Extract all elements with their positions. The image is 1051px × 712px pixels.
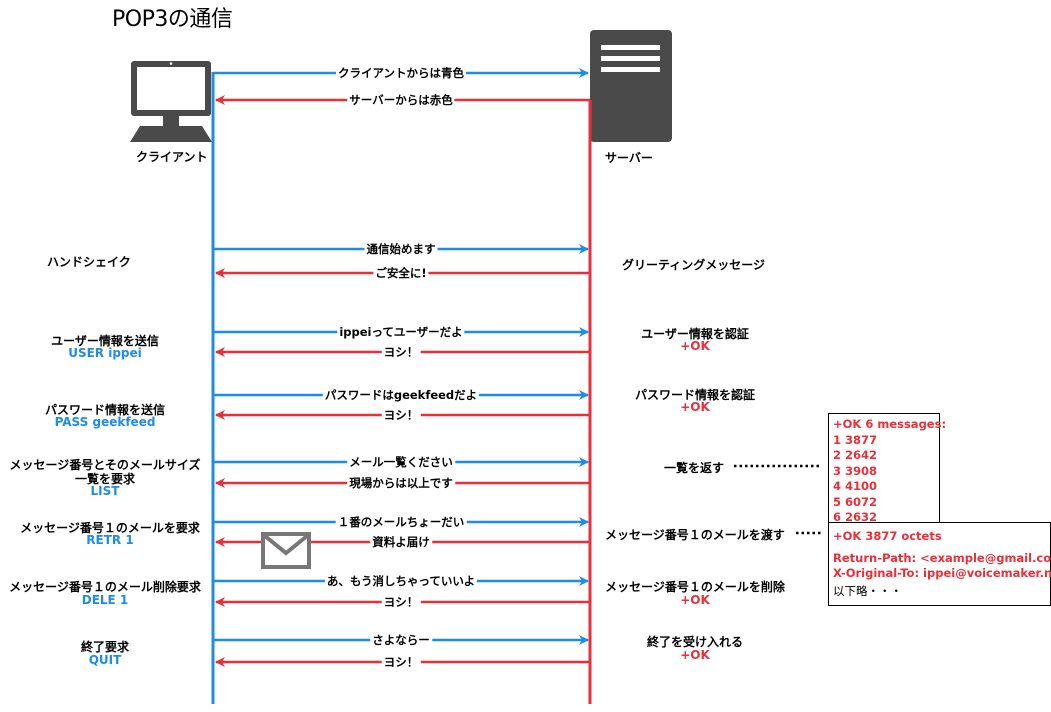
- list-line: 1 3877: [833, 432, 878, 447]
- step-quit-code: +OK: [680, 648, 710, 662]
- step-pass-req: パスワードはgeekfeedだよ: [322, 388, 480, 402]
- list-response-box: +OK 6 messages: 1 3877 2 2642 3 3908 4 4…: [828, 413, 947, 530]
- step-pass-cmd: PASS geekfeed: [54, 415, 156, 429]
- step-retr-cmd: RETR 1: [86, 533, 134, 547]
- list-line: 2 2642: [833, 448, 878, 462]
- mail-envelope-icon: [261, 532, 311, 569]
- step-dele-res: ヨシ！: [381, 595, 421, 609]
- list-line: 4 4100: [833, 479, 878, 493]
- step-user-left: ユーザー情報を送信: [51, 334, 159, 348]
- step-quit-left: 終了要求: [80, 640, 129, 654]
- retr-line-status: +OK 3877 octets: [833, 529, 942, 543]
- computer-icon: [130, 61, 212, 142]
- step-user-cmd: USER ippei: [68, 346, 142, 360]
- step-retr-req: １番のメールちょーだい: [335, 515, 467, 529]
- step-list-cmd: LIST: [90, 484, 120, 498]
- step-list-right: 一覧を返す: [664, 461, 725, 475]
- step-handshake-res: ご安全に!: [373, 266, 429, 280]
- step-list-left: メッセージ番号とそのメールサイズ: [9, 458, 201, 472]
- step-user-right: ユーザー情報を認証: [641, 327, 749, 341]
- step-retr-left: メッセージ番号１のメールを要求: [20, 521, 200, 535]
- list-line: 3 3908: [833, 463, 878, 478]
- step-user-res: ヨシ！: [381, 345, 421, 359]
- step-list-req: メール一覧ください: [347, 455, 455, 469]
- step-dele-cmd: DELE 1: [81, 593, 129, 607]
- step-pass-right: パスワード情報を認証: [634, 388, 755, 402]
- step-dele-left: メッセージ番号１のメール削除要求: [9, 580, 201, 594]
- step-quit-right: 終了を受け入れる: [646, 635, 743, 649]
- list-line: 5 6072: [833, 494, 878, 509]
- step-retr-res: 資料よ届け: [370, 535, 432, 549]
- list-line: 6 2632: [833, 510, 878, 524]
- server-label: サーバー: [605, 151, 653, 165]
- retr-line-return-path: Return-Path: <example@gmail.com>: [833, 550, 1051, 565]
- step-list-left2: 一覧を要求: [74, 472, 135, 486]
- step-quit-req: さよならー: [370, 633, 432, 647]
- step-quit-cmd: QUIT: [88, 653, 122, 667]
- step-list-res: 現場からは以上です: [347, 476, 455, 490]
- client-color-note: クライアントからは青色: [335, 66, 467, 80]
- step-user-req: ippeiってユーザーだよ: [337, 325, 465, 339]
- server-icon: [590, 30, 672, 142]
- step-user-code: +OK: [680, 339, 710, 353]
- step-quit-res: ヨシ！: [381, 655, 421, 669]
- retr-response-box: +OK 3877 octets Return-Path: <example@gm…: [828, 522, 1051, 606]
- step-handshake-left: ハンドシェイク: [47, 255, 131, 269]
- retr-line-original-to: X-Original-To: ippei@voicemaker.net: [833, 566, 1051, 580]
- step-handshake-req: 通信始めます: [364, 242, 438, 256]
- step-handshake-right: グリーティングメッセージ: [622, 258, 766, 272]
- list-line: +OK 6 messages:: [833, 417, 947, 431]
- step-pass-code: +OK: [680, 400, 710, 414]
- step-dele-right: メッセージ番号１のメールを削除: [605, 580, 785, 594]
- step-pass-left: パスワード情報を送信: [44, 403, 165, 417]
- step-retr-right: メッセージ番号１のメールを渡す: [605, 528, 785, 542]
- client-label: クライアント: [136, 150, 208, 164]
- page-title: POP3の通信: [112, 7, 233, 32]
- step-pass-res: ヨシ！: [381, 408, 421, 422]
- retr-line-omitted: 以下略・・・: [833, 583, 902, 598]
- server-color-note: サーバーからは赤色: [347, 93, 455, 107]
- step-dele-req: あ、もう消しちゃっていいよ: [324, 574, 478, 588]
- step-dele-code: +OK: [680, 593, 710, 607]
